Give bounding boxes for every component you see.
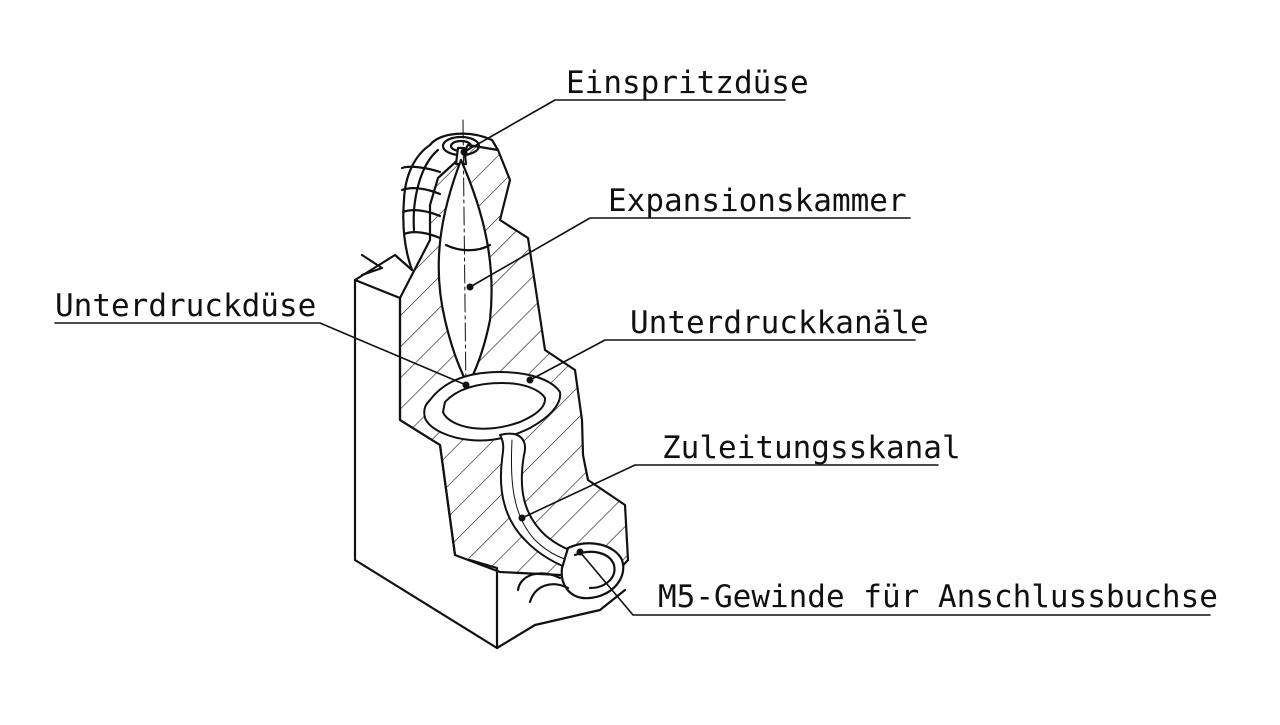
vacuum-channel-loop-inner [442, 382, 547, 430]
label-expansionskammer: Expansionskammer [608, 183, 907, 219]
expansion-chamber-inner-curve [444, 243, 492, 252]
label-einspritzduese: Einspritzdüse [566, 65, 809, 101]
label-zuleitungskanal: Zuleitungsskanal [662, 430, 961, 466]
leader-dots [460, 148, 584, 556]
leader-unterdruckduese [54, 322, 467, 386]
leader-expansionskammer [469, 217, 911, 288]
center-axis-line [462, 119, 467, 396]
leader-m5 [579, 551, 1211, 616]
label-unterdruckduese: Unterdruckdüse [55, 288, 316, 324]
leader-lines [54, 99, 1211, 616]
leader-einspritzduese [463, 99, 786, 153]
label-unterdruckkanaele: Unterdruckkanäle [630, 305, 929, 341]
label-m5-gewinde: M5-Gewinde für Anschlussbuchse [658, 579, 1218, 615]
leader-unterdruckkanaele [529, 339, 916, 381]
threaded-head [400, 132, 500, 272]
leader-zuleitungskanal [521, 464, 939, 519]
